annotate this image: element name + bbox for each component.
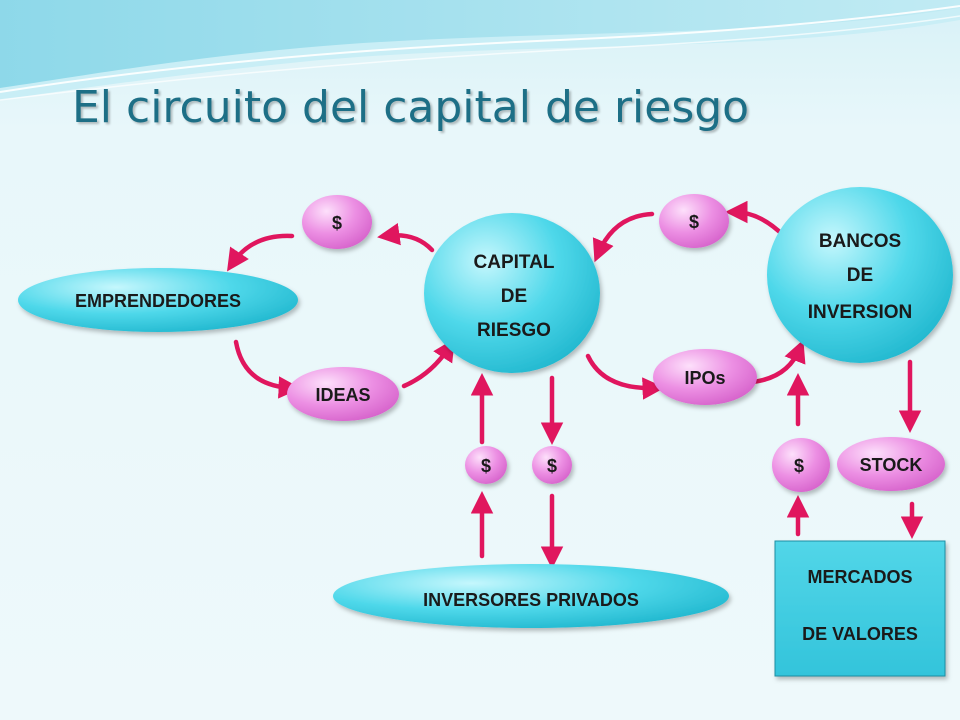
node-emprendedores xyxy=(18,268,298,332)
label-bancos-line1: BANCOS xyxy=(819,231,901,252)
label-stock: STOCK xyxy=(860,455,923,475)
label-dollar-mid-center: $ xyxy=(547,456,557,476)
arrow-capital-to-ipos xyxy=(585,353,665,400)
node-dollar-mid-center xyxy=(532,446,572,484)
label-capital-line3: RIESGO xyxy=(477,320,551,341)
arrow-dollar-to-capital xyxy=(592,211,655,263)
page-title: El circuito del capital de riesgo xyxy=(72,82,750,133)
label-emprendedores: EMPRENDEDORES xyxy=(75,291,241,311)
node-mercados-de-valores xyxy=(774,540,946,677)
node-dollar-mid-right xyxy=(772,438,830,492)
label-dollar-top-right: $ xyxy=(689,212,699,232)
label-ideas: IDEAS xyxy=(315,385,370,405)
arrow-emprendedores-to-ideas xyxy=(233,339,301,399)
label-bancos-line2: DE xyxy=(847,265,873,286)
arrow-ipos-to-bancos xyxy=(749,339,806,385)
node-dollar-top-left xyxy=(302,195,372,249)
node-bancos-de-inversion xyxy=(767,187,953,363)
label-mercados-line1: MERCADOS xyxy=(807,567,912,587)
arrow-capital-to-dollar xyxy=(377,223,435,253)
node-ipos xyxy=(653,349,757,405)
arrow-bancos-to-dollar xyxy=(725,200,787,239)
arrow-dollar-to-emprendedores xyxy=(227,233,295,272)
node-stock xyxy=(837,437,945,491)
node-dollar-mid-left xyxy=(465,446,507,484)
label-dollar-mid-left: $ xyxy=(481,456,491,476)
label-dollar-top-left: $ xyxy=(332,213,342,233)
label-dollar-mid-right: $ xyxy=(794,456,804,476)
node-inversores-privados xyxy=(333,564,729,628)
label-ipos: IPOs xyxy=(684,368,725,388)
label-capital-line2: DE xyxy=(501,286,527,307)
node-dollar-top-right xyxy=(659,194,729,248)
label-bancos-line3: INVERSION xyxy=(808,302,913,323)
arrow-ideas-to-capital xyxy=(401,338,455,389)
node-capital-de-riesgo xyxy=(424,213,600,373)
node-ideas xyxy=(287,367,399,421)
header-wave-decoration xyxy=(0,0,960,101)
label-mercados-line2: DE VALORES xyxy=(802,624,918,644)
label-inversores-privados: INVERSORES PRIVADOS xyxy=(423,590,639,610)
label-capital-line1: CAPITAL xyxy=(474,252,555,273)
